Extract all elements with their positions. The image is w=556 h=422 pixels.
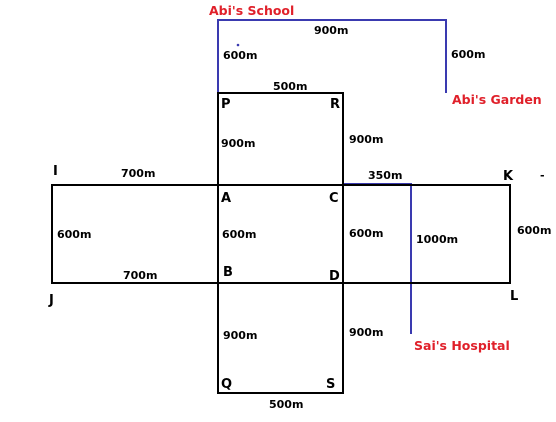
distance-ia: 700m bbox=[121, 167, 155, 180]
label-sais-hospital: Sai's Hospital bbox=[414, 338, 510, 353]
label-abis-school: Abi's School bbox=[209, 3, 294, 18]
point-label-k: K bbox=[503, 169, 514, 184]
point-label-i: I bbox=[53, 164, 58, 179]
distance-hospital-drop: 1000m bbox=[416, 233, 458, 246]
point-label-b: B bbox=[223, 265, 233, 280]
rect-cdlk bbox=[342, 184, 511, 284]
distance-qs: 500m bbox=[269, 398, 303, 411]
distance-school-garden-top: 900m bbox=[314, 24, 348, 37]
distance-kl: 600m bbox=[517, 224, 551, 237]
distance-pa: 900m bbox=[221, 137, 255, 150]
rect-bqsd bbox=[217, 282, 344, 394]
distance-jb: 700m bbox=[123, 269, 157, 282]
route-dot bbox=[236, 43, 240, 47]
distance-c-hospital-top: 350m bbox=[368, 169, 402, 182]
point-label-q: Q bbox=[221, 377, 232, 392]
c-hospital-route bbox=[343, 183, 412, 334]
school-garden-route bbox=[217, 19, 447, 93]
distance-school-p: 600m bbox=[223, 49, 257, 62]
point-label-c: C bbox=[329, 191, 339, 206]
point-label-r: R bbox=[330, 97, 340, 112]
distance-pr: 500m bbox=[273, 80, 307, 93]
point-label-d: D bbox=[329, 269, 340, 284]
point-label-p: P bbox=[221, 97, 231, 112]
distance-ij: 600m bbox=[57, 228, 91, 241]
distance-bq: 900m bbox=[223, 329, 257, 342]
distance-rc: 900m bbox=[349, 133, 383, 146]
point-label-j: J bbox=[48, 293, 54, 308]
label-abis-garden: Abi's Garden bbox=[452, 92, 542, 107]
distance-cd: 600m bbox=[349, 227, 383, 240]
point-label-s: S bbox=[326, 377, 335, 392]
point-label-l: L bbox=[510, 289, 518, 304]
distance-ds: 900m bbox=[349, 326, 383, 339]
point-label-a: A bbox=[221, 191, 231, 206]
dash-mark: - bbox=[540, 169, 545, 182]
distance-ab: 600m bbox=[222, 228, 256, 241]
distance-garden-drop: 600m bbox=[451, 48, 485, 61]
